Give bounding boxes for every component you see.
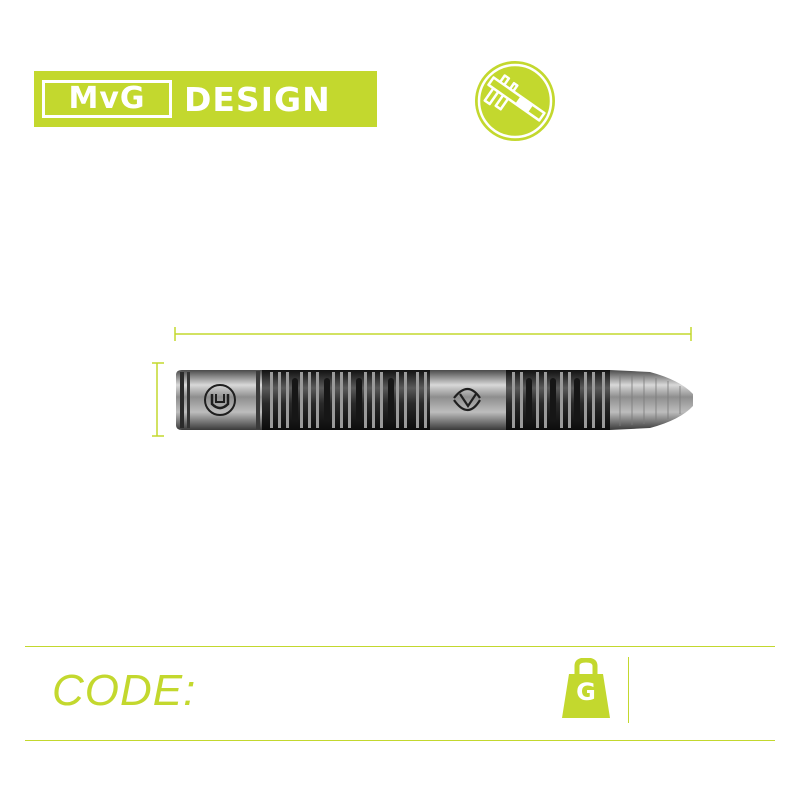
dart-barrel <box>176 370 693 430</box>
logo-mvg-box: MvG <box>42 80 172 118</box>
weight-icon <box>562 658 610 718</box>
info-bar-top-rule <box>25 646 775 647</box>
logo-mvg-text: MvG <box>68 81 146 116</box>
length-dimension-line <box>174 327 692 341</box>
code-label: CODE: <box>52 666 197 715</box>
caliper-icon <box>475 61 555 141</box>
mvg-emblem-icon <box>204 384 236 416</box>
logo-design-text: DESIGN <box>184 79 331 119</box>
info-bar-separator <box>628 657 629 723</box>
weight-letter: G <box>576 678 596 706</box>
diameter-dimension-line <box>152 362 164 437</box>
mvg-design-logo: MvG DESIGN <box>34 71 377 127</box>
dart-barrel-image <box>152 327 693 437</box>
info-bar-bottom-rule <box>25 740 775 741</box>
